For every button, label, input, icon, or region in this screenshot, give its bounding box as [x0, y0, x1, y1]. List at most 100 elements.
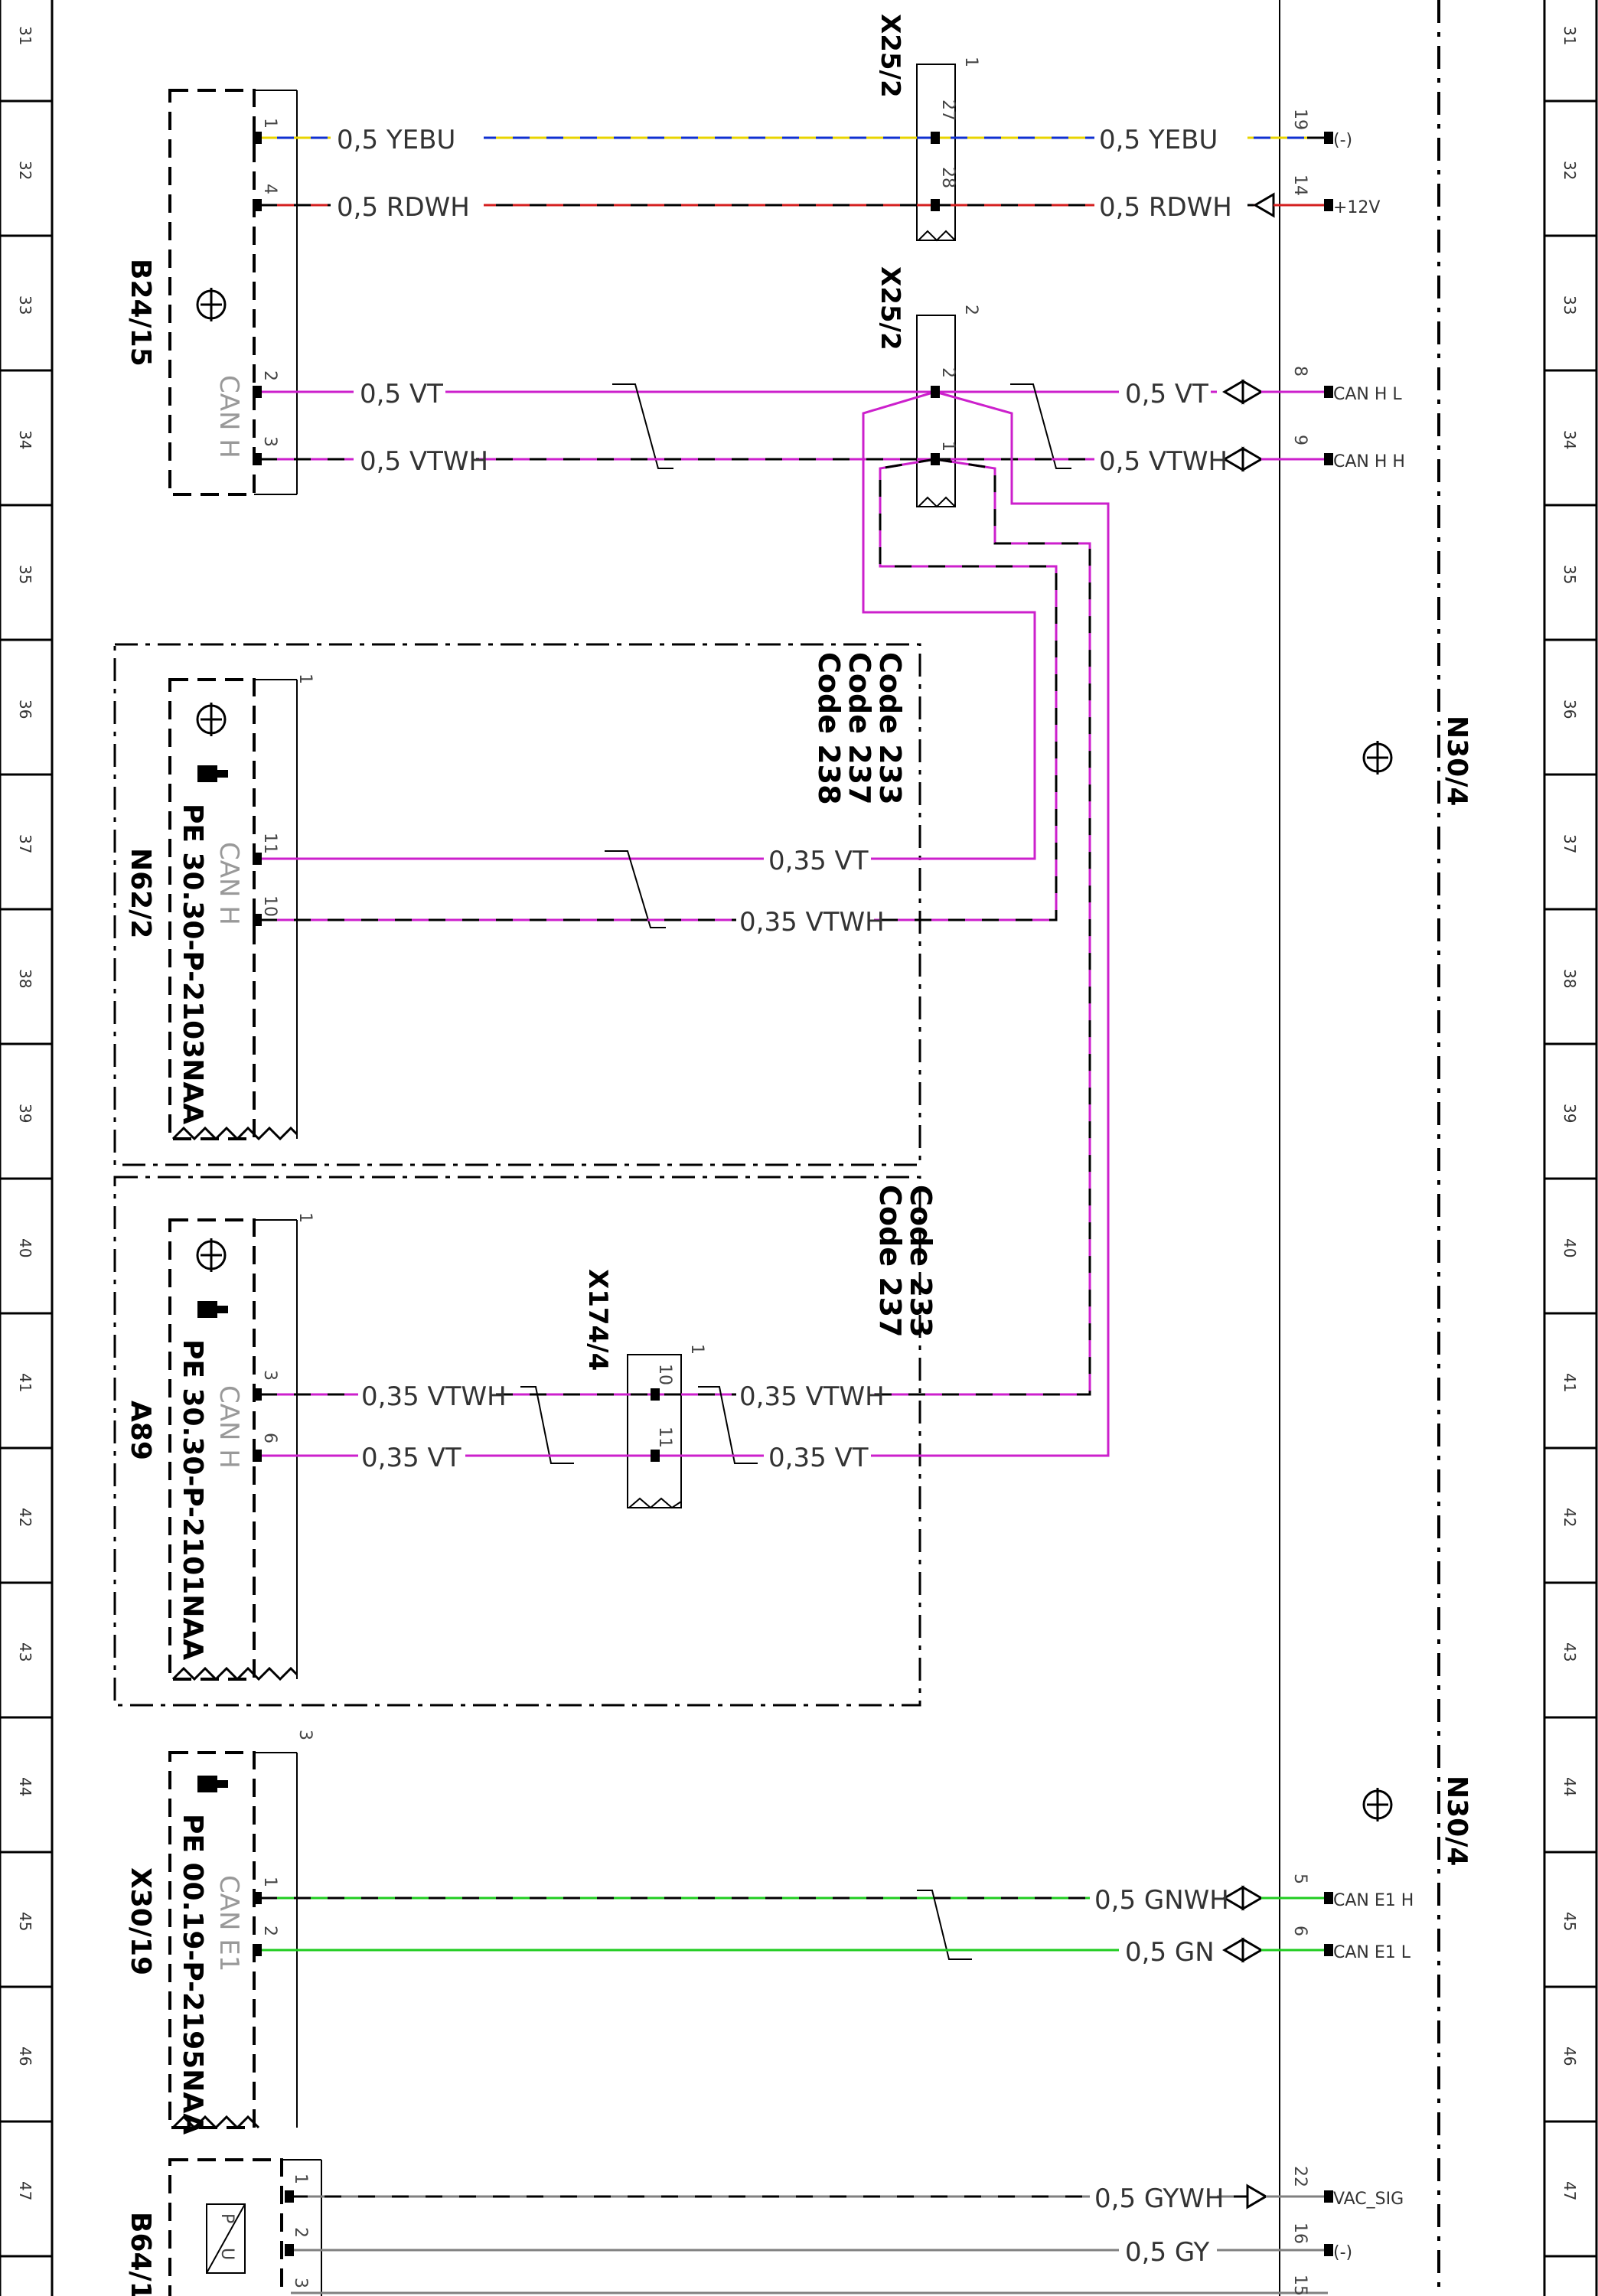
n62-code-2: Code 237	[843, 652, 876, 805]
wire-gy-pin-right: 16	[1290, 2223, 1309, 2244]
wire-gy-label: 0,5 GY	[1125, 2237, 1210, 2268]
ruler-number: 42	[1560, 1508, 1579, 1527]
ruler-number: 35	[16, 565, 34, 584]
wire-gy-signal: (-)	[1333, 2243, 1352, 2262]
ruler-number: 33	[1560, 295, 1579, 315]
b24-label: B24/15	[125, 259, 156, 367]
pressure-sensor-icon: P U	[206, 2203, 246, 2274]
n62-can-label: CAN H	[214, 842, 244, 925]
ruler-number: 41	[16, 1373, 34, 1392]
wire-n62-vt[interactable]: 0,35 VT 11	[260, 833, 872, 928]
wire-a89-vtwh-label-left: 0,35 VTWH	[361, 1381, 507, 1412]
transistor-icon	[196, 288, 227, 321]
x25-2-connector-b: X25/2 2 2 1	[875, 266, 980, 508]
x174-label: X174/4	[582, 1269, 613, 1371]
a89-connector-num: 1	[295, 1212, 315, 1223]
ruler-number: 44	[16, 1777, 34, 1796]
wire-vtwh[interactable]: 0,5 VTWH 0,5 VTWH 3 9 CAN H H	[260, 435, 1405, 477]
wire-vt-label-right: 0,5 VT	[1125, 379, 1208, 409]
ruler-number: 38	[16, 969, 34, 988]
ruler-number: 31	[1560, 26, 1579, 45]
wire-n62-vtwh-label: 0,35 VTWH	[739, 907, 885, 938]
wire-gn[interactable]: 0,5 GN 2 6 CAN E1 L	[260, 1926, 1411, 1968]
wire-yebu[interactable]: 0,5 YEBU 0,5 YEBU 1 19 (-)	[260, 109, 1352, 155]
x174-pin-11: 11	[655, 1427, 674, 1448]
wire-gn-label: 0,5 GN	[1125, 1937, 1215, 1968]
wire-vt-signal: CAN H L	[1333, 385, 1402, 404]
x30-component: 3 PE 00.19-P-2195NAA X30/19 CAN E1	[125, 1730, 315, 2135]
ruler-number: 47	[16, 2181, 34, 2200]
x30-ref: PE 00.19-P-2195NAA	[177, 1814, 208, 2135]
wire-gywh-pin-left: 1	[291, 2174, 310, 2184]
ruler-number: 39	[16, 1104, 34, 1123]
wire-a89-vtwh-label-right: 0,35 VTWH	[739, 1381, 885, 1412]
ruler-number: 37	[1560, 834, 1579, 853]
ruler-number: 31	[16, 26, 34, 45]
wire-rdwh-label-right: 0,5 RDWH	[1099, 192, 1232, 223]
n62-connector-num: 1	[295, 673, 315, 684]
transistor-icon	[196, 1238, 227, 1272]
wire-gn-pin-left: 2	[260, 1926, 279, 1936]
wire-rdwh-label-left: 0,5 RDWH	[337, 192, 470, 223]
b24-component: B24/15 CAN H	[125, 89, 298, 496]
wire-rdwh-pin-left: 4	[260, 184, 279, 194]
branch-wiring	[862, 390, 1110, 1457]
wire-a89-vtwh-pin: 3	[260, 1370, 279, 1381]
ruler-number: 39	[1560, 1104, 1579, 1123]
svg-text:P: P	[217, 2213, 236, 2223]
ruler-number: 34	[1560, 430, 1579, 449]
ruler-number: 42	[16, 1508, 34, 1527]
wire-gywh-pin-right: 22	[1290, 2166, 1309, 2187]
wire-gywh[interactable]: 0,5 GYWH 1 22 VAC_SIG	[291, 2166, 1404, 2214]
wire-rdwh[interactable]: 0,5 RDWH 0,5 RDWH 4 14 +12V	[260, 174, 1380, 223]
n62-box: 1 PE 30.30-P-2103NAA N62/2 CAN H Code 23…	[113, 643, 921, 1166]
wire-a89-vtwh[interactable]: 0,35 VTWH 0,35 VTWH 3	[260, 1370, 885, 1464]
a89-can-label: CAN H	[214, 1385, 244, 1469]
wire-a89-vt-label-right: 0,35 VT	[768, 1443, 869, 1473]
ruler-number: 41	[1560, 1373, 1579, 1392]
ruler-number: 34	[16, 430, 34, 449]
wire-a89-vt[interactable]: 0,35 VT 0,35 VT 6	[260, 1433, 872, 1473]
ruler-number: 36	[16, 700, 34, 719]
wire-vt-pin-right: 8	[1290, 366, 1309, 377]
wire-gnwh-label: 0,5 GNWH	[1094, 1885, 1229, 1916]
a89-ref: PE 30.30-P-2101NAA	[177, 1339, 208, 1660]
wire-yebu-label-right: 0,5 YEBU	[1099, 125, 1218, 155]
x25-2a-label: X25/2	[875, 14, 905, 98]
ruler-number: 32	[16, 161, 34, 180]
x174-connector: X174/4 1 10 11	[582, 1269, 706, 1509]
x30-label: X30/19	[125, 1867, 156, 1975]
wire-vt-pin-left: 2	[260, 370, 279, 381]
pin-stubs	[253, 132, 1333, 2256]
b64-label: B64/1	[125, 2212, 156, 2296]
wire-gy-pin-left: 2	[291, 2227, 310, 2238]
transistor-icon	[196, 703, 227, 736]
x30-connector-num: 3	[295, 1730, 315, 1740]
wire-n62-vtwh[interactable]: 0,35 VTWH 10	[260, 895, 885, 938]
wire-bottom-pin-left: 3	[291, 2278, 310, 2288]
wire-gn-pin-right: 6	[1290, 1926, 1309, 1936]
wire-bottom[interactable]: 3 15	[291, 2275, 1328, 2296]
wire-rdwh-signal: +12V	[1333, 198, 1380, 217]
x25-2b-pin-1: 1	[938, 441, 957, 452]
hand-pointer-icon	[197, 1301, 228, 1318]
wire-gnwh[interactable]: 0,5 GNWH 1 5 CAN E1 H	[260, 1874, 1414, 1960]
n62-code-3: Code 238	[812, 652, 846, 805]
n62-ref: PE 30.30-P-2103NAA	[177, 804, 208, 1124]
wire-gnwh-signal: CAN E1 H	[1333, 1891, 1414, 1910]
x174-num: 1	[687, 1344, 706, 1355]
wire-vt[interactable]: 0,5 VT 0,5 VT 2 8 CAN H L	[260, 366, 1402, 469]
n62-label: N62/2	[125, 848, 156, 938]
x25-2a-num: 1	[961, 57, 980, 67]
wire-gnwh-pin-right: 5	[1290, 1874, 1309, 1884]
ruler-number: 46	[1560, 2047, 1579, 2066]
n30-label: N30/4	[1441, 716, 1472, 806]
ruler-number: 47	[1560, 2181, 1579, 2200]
wire-vtwh-label-left: 0,5 VTWH	[360, 446, 488, 477]
hand-pointer-icon	[197, 1776, 228, 1792]
wire-vt-label-left: 0,5 VT	[360, 379, 443, 409]
ruler-number: 45	[1560, 1912, 1579, 1931]
wire-gy[interactable]: 0,5 GY 2 16 (-)	[291, 2223, 1352, 2268]
